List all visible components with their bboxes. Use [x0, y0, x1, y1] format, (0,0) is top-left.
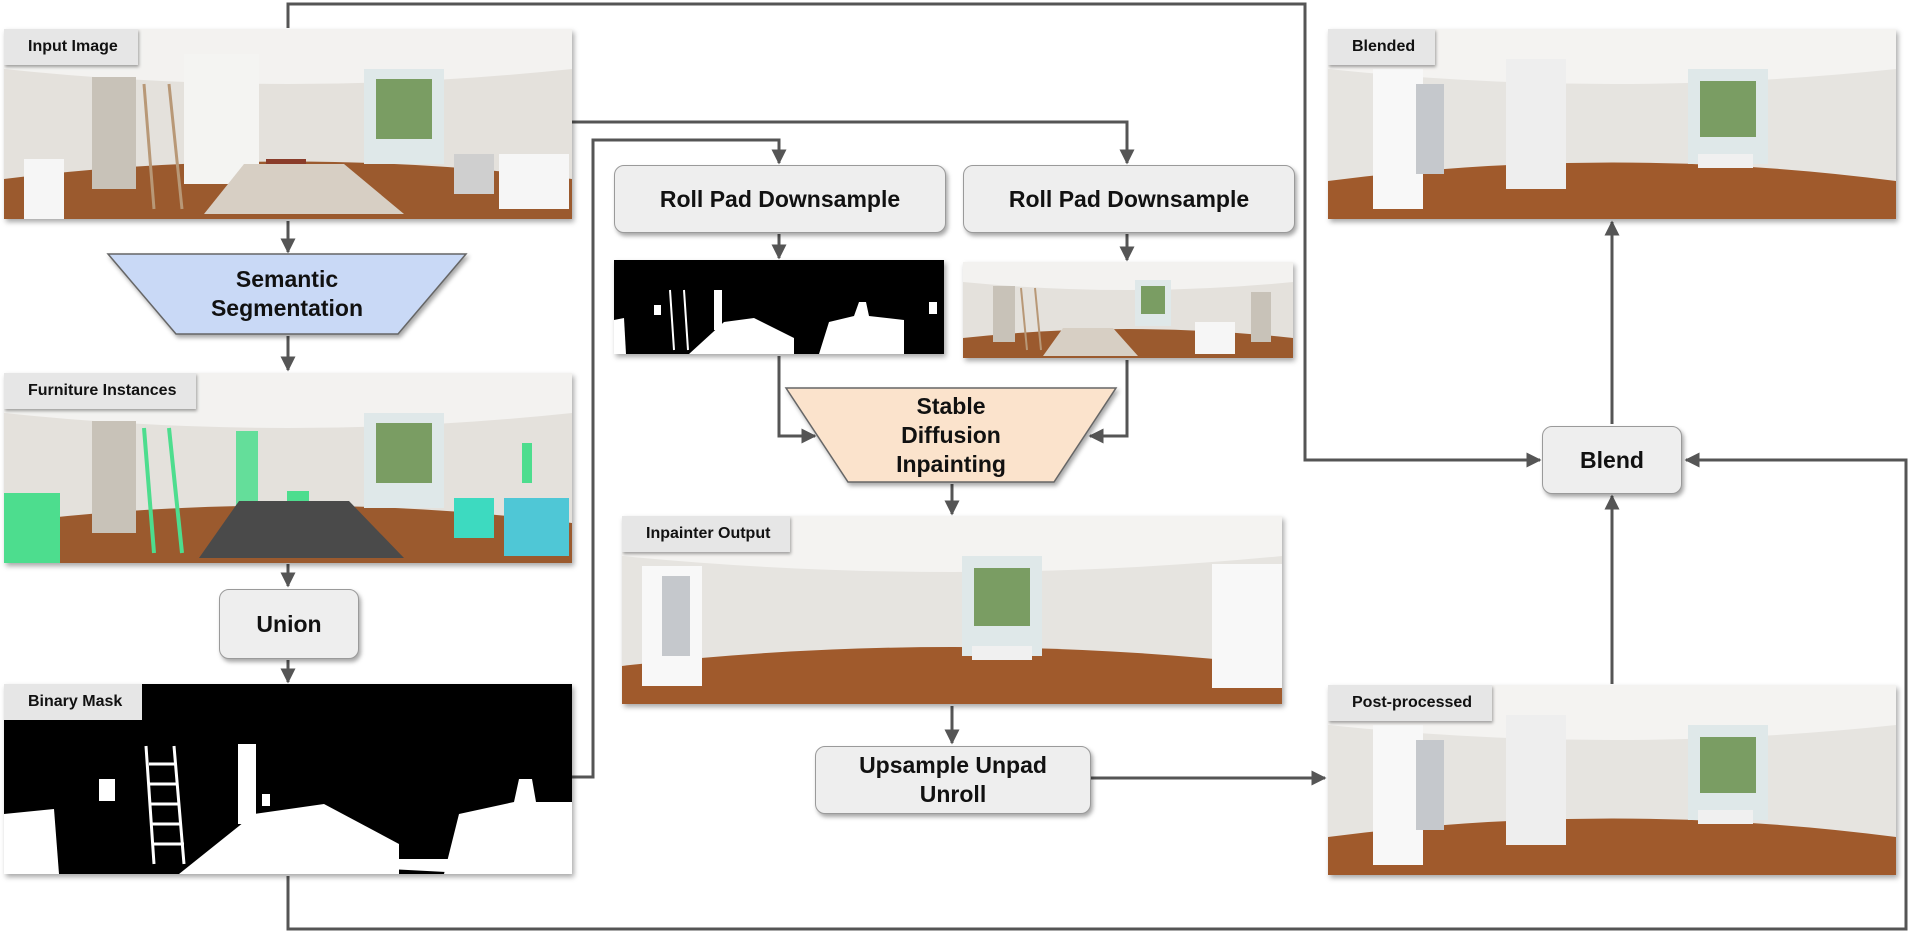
furniture-instances-image: [4, 373, 572, 563]
roll-pad-downsample-mask-step: Roll Pad Downsample: [614, 165, 946, 233]
downsampled-image: [963, 262, 1293, 358]
stable-diffusion-inpainting-step: Stable Diffusion Inpainting: [784, 387, 1118, 483]
union-step: Union: [219, 589, 359, 659]
inpainter-output-label: Inpainter Output: [622, 516, 791, 552]
arrow-small-mask-to-sd: [777, 356, 817, 444]
blended-label: Blended: [1328, 29, 1436, 65]
arrow-small-image-to-sd: [1088, 360, 1129, 444]
arrow-input-to-blend: [286, 2, 1542, 468]
arrow-mask-to-blend: [286, 452, 1908, 931]
furniture-instances-panel: Furniture Instances: [4, 373, 572, 563]
roll-pad-downsample-image-step: Roll Pad Downsample: [963, 165, 1295, 233]
arrow-mask-to-rollpad-mask: [572, 138, 787, 779]
input-image-label: Input Image: [4, 29, 138, 65]
semantic-segmentation-step: Semantic Segmentation: [106, 253, 468, 335]
downsampled-mask-panel: [614, 260, 944, 354]
bedroom-panorama-image: [4, 29, 572, 219]
downsampled-mask-image: [614, 260, 944, 354]
inpainter-output-panel: Inpainter Output: [622, 516, 1282, 704]
arrow-input-to-rollpad-image: [572, 120, 1135, 165]
binary-mask-label: Binary Mask: [4, 684, 143, 720]
blended-image: [1328, 29, 1896, 219]
upsample-unpad-unroll-step: Upsample Unpad Unroll: [815, 746, 1091, 814]
blended-panel: Blended: [1328, 29, 1896, 219]
binary-mask-image: [4, 684, 572, 874]
input-image-panel: Input Image: [4, 29, 572, 219]
furniture-instances-label: Furniture Instances: [4, 373, 197, 409]
downsampled-image-panel: [963, 262, 1293, 358]
blend-step: Blend: [1542, 426, 1682, 494]
post-processed-panel: Post-processed: [1328, 685, 1896, 875]
binary-mask-panel: Binary Mask: [4, 684, 572, 874]
stable-diffusion-inpainting-text: Stable Diffusion Inpainting: [896, 392, 1006, 477]
post-processed-label: Post-processed: [1328, 685, 1493, 721]
upsample-unpad-unroll-text: Upsample Unpad Unroll: [859, 752, 1047, 807]
semantic-segmentation-text: Semantic Segmentation: [210, 266, 364, 321]
